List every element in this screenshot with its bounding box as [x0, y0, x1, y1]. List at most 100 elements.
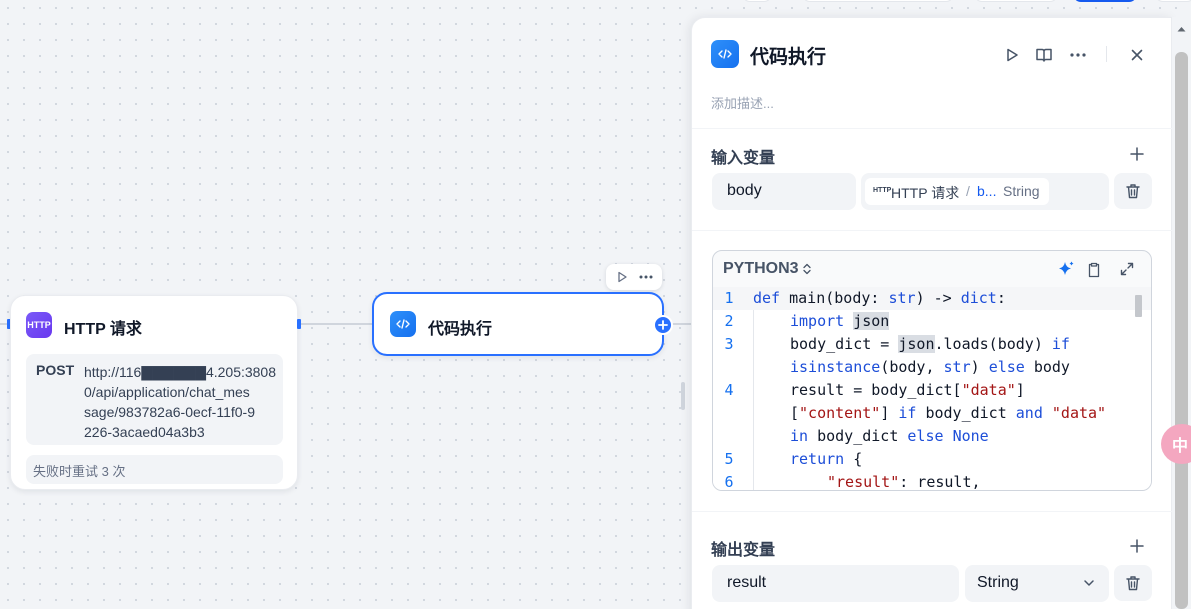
add-next-node-button[interactable] — [653, 315, 673, 335]
http-icon: HTTP — [26, 312, 52, 338]
code-line: def main(body: str) -> dict: — [753, 289, 1006, 307]
node-title: HTTP 请求 — [64, 321, 142, 338]
var-reference-selector[interactable]: HTTP HTTP 请求 / b... String — [861, 173, 1109, 210]
add-output-var-button[interactable] — [1128, 537, 1146, 555]
code-line: import json — [790, 312, 890, 330]
language-label: PYTHON3 — [723, 260, 799, 277]
more-button[interactable] — [1066, 43, 1090, 67]
retry-info: 失败时重试 3 次 — [26, 455, 283, 484]
code-line: in body_dict else None — [790, 427, 989, 445]
http-icon: HTTP — [873, 187, 892, 194]
ai-generate-button[interactable] — [1057, 260, 1075, 278]
ref-var-type: String — [1003, 183, 1040, 199]
sparkle-icon — [1059, 261, 1074, 275]
code-line: body_dict = json.loads(body) if — [790, 335, 1070, 353]
http-url-line: sage/983782a6-0ecf-11f0-9 — [84, 404, 255, 420]
divider — [1106, 46, 1107, 62]
node-handle[interactable] — [7, 319, 11, 329]
http-url-box: POST http://116▇▇▇▇▇▇4.205:3808 0/api/ap… — [26, 354, 283, 445]
code-icon — [711, 40, 739, 68]
input-vars-title: 输入变量 — [711, 150, 776, 167]
http-url-line: 0/api/application/chat_mes — [84, 384, 250, 400]
plus-icon — [658, 320, 668, 330]
more-icon — [639, 275, 653, 279]
add-input-var-button[interactable] — [1128, 145, 1146, 163]
node-toolbar — [606, 264, 662, 290]
http-url-line: 226-3acaed04a3b3 — [84, 424, 205, 440]
help-docs-button[interactable] — [1032, 43, 1056, 67]
clipboard-icon — [1088, 262, 1100, 278]
edge — [0, 323, 10, 325]
node-config-panel: 代码执行 添加描述... 输入变量 body HTTP HTTP 请求 / b.… — [691, 17, 1173, 609]
chevron-down-icon — [1084, 580, 1094, 586]
output-vars-title: 输出变量 — [711, 542, 776, 559]
node-handle[interactable] — [297, 319, 301, 329]
divider — [692, 511, 1173, 512]
divider — [692, 128, 1173, 129]
ref-node-name: HTTP 请求 — [891, 185, 960, 201]
toolbar-button[interactable] — [802, 0, 954, 2]
output-type-value: String — [977, 574, 1019, 591]
code-line: return { — [790, 450, 863, 468]
code-bracket-icon — [718, 49, 732, 59]
input-var-name-field[interactable]: body — [712, 173, 856, 210]
panel-scrollbar-thumb[interactable] — [1175, 52, 1188, 609]
plus-icon — [1130, 539, 1144, 553]
line-number: 4 — [724, 381, 734, 399]
line-number: 2 — [724, 312, 734, 330]
delete-input-var-button[interactable] — [1114, 173, 1152, 209]
code-exec-node[interactable]: 代码执行 — [372, 292, 664, 356]
trash-icon — [1126, 576, 1140, 591]
close-button[interactable] — [1125, 43, 1149, 67]
code-editor[interactable]: PYTHON3 1 def main(body: str) -> dict: 2… — [712, 250, 1152, 491]
run-node-button[interactable] — [614, 269, 630, 285]
code-content[interactable]: 1 def main(body: str) -> dict: 2 import … — [713, 287, 1151, 491]
divider — [692, 230, 1173, 231]
code-bracket-icon — [396, 319, 410, 329]
delete-output-var-button[interactable] — [1114, 565, 1152, 601]
play-icon — [618, 271, 627, 283]
panel-title[interactable]: 代码执行 — [750, 47, 827, 68]
code-editor-header: PYTHON3 — [713, 251, 1151, 287]
code-line: ["content"] if body_dict and "data" — [790, 404, 1107, 422]
book-icon — [1036, 48, 1052, 62]
line-number: 1 — [724, 289, 734, 307]
description-input[interactable]: 添加描述... — [711, 96, 774, 111]
editor-scrollbar[interactable] — [1135, 295, 1142, 317]
http-url: http://116▇▇▇▇▇▇4.205:3808 0/api/applica… — [84, 362, 276, 442]
scroll-up-icon[interactable] — [1177, 26, 1186, 32]
copy-code-button[interactable] — [1086, 261, 1102, 279]
line-number: 3 — [724, 335, 734, 353]
language-selector[interactable]: PYTHON3 — [723, 260, 811, 278]
var-reference-chip: HTTP HTTP 请求 / b... String — [865, 178, 1049, 205]
node-more-button[interactable] — [637, 269, 655, 285]
expand-icon — [1120, 262, 1134, 276]
output-var-name: result — [727, 574, 767, 591]
line-number: 5 — [724, 450, 734, 468]
floating-assistant-button[interactable]: 中 — [1161, 424, 1191, 464]
http-method: POST — [36, 362, 75, 378]
ref-var-name: b... — [977, 183, 997, 199]
panel-scroll-track — [1172, 17, 1191, 609]
code-line: result = body_dict["data"] — [790, 381, 1025, 399]
output-type-select[interactable]: String — [965, 565, 1109, 602]
toolbar-button[interactable] — [974, 0, 1058, 2]
http-request-node[interactable]: HTTP HTTP 请求 POST http://116▇▇▇▇▇▇4.205:… — [10, 295, 298, 490]
node-title: 代码执行 — [428, 321, 493, 338]
input-var-name: body — [727, 182, 762, 199]
ref-separator: / — [966, 183, 970, 199]
toolbar-button[interactable] — [1155, 0, 1191, 2]
code-line: isinstance(body, str) else body — [790, 358, 1070, 376]
line-number: 6 — [724, 473, 734, 491]
assistant-icon: 中 — [1172, 438, 1189, 455]
panel-resize-handle[interactable] — [681, 382, 685, 410]
edge-http-to-code[interactable] — [299, 323, 375, 325]
edge — [663, 323, 693, 325]
toolbar-button[interactable] — [742, 0, 772, 2]
code-line: "result": result, — [827, 473, 981, 491]
output-var-name-field[interactable]: result — [712, 565, 959, 602]
expand-editor-button[interactable] — [1118, 260, 1136, 278]
play-icon — [1007, 48, 1018, 62]
publish-button[interactable] — [1073, 0, 1137, 2]
run-button[interactable] — [1000, 43, 1024, 67]
